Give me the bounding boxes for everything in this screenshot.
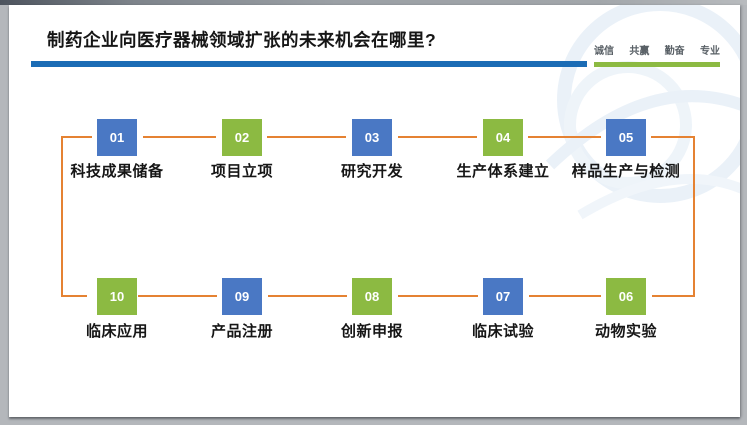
step-number: 02	[234, 130, 250, 145]
step-number: 10	[109, 289, 125, 304]
step-box-02: 02	[222, 119, 262, 156]
step-number: 05	[618, 130, 634, 145]
step-number: 08	[364, 289, 380, 304]
slogan-item: 共赢	[629, 46, 650, 57]
title-underline-blue	[31, 61, 587, 67]
slogan-item: 诚信	[594, 46, 614, 57]
top-strip	[0, 0, 747, 5]
step-box-03: 03	[352, 119, 392, 156]
step-label-03: 研究开发	[340, 163, 404, 180]
slogan-item: 勤奋	[664, 46, 685, 57]
step-number: 09	[234, 289, 250, 304]
slogan-item: 专业	[699, 46, 720, 57]
slogan: 诚信 共赢 勤奋 专业	[594, 42, 720, 57]
step-label-10: 临床应用	[85, 323, 149, 340]
step-box-10: 10	[97, 278, 137, 315]
step-number: 01	[109, 130, 125, 145]
step-label-04: 生产体系建立	[456, 163, 550, 180]
step-box-01: 01	[97, 119, 137, 156]
step-box-07: 07	[483, 278, 523, 315]
title-underline-green	[594, 62, 720, 67]
slide-title: 制药企业向医疗器械领域扩张的未来机会在哪里?	[47, 30, 437, 50]
step-box-09: 09	[222, 278, 262, 315]
step-box-08: 08	[352, 278, 392, 315]
step-label-06: 动物实验	[594, 323, 658, 340]
step-label-02: 项目立项	[210, 163, 274, 180]
step-number: 03	[364, 130, 380, 145]
step-number: 06	[618, 289, 634, 304]
watermark-logo-icon	[545, 5, 740, 220]
step-label-01: 科技成果储备	[70, 163, 164, 180]
step-box-04: 04	[483, 119, 523, 156]
slide-background: 制药企业向医疗器械领域扩张的未来机会在哪里? 诚信 共赢 勤奋 专业	[9, 5, 740, 417]
step-number: 07	[495, 289, 511, 304]
step-label-08: 创新申报	[340, 323, 404, 340]
step-label-05: 样品生产与检测	[571, 163, 681, 180]
step-box-05: 05	[606, 119, 646, 156]
step-number: 04	[495, 130, 511, 145]
step-label-07: 临床试验	[471, 323, 535, 340]
step-box-06: 06	[606, 278, 646, 315]
step-label-09: 产品注册	[210, 323, 274, 340]
